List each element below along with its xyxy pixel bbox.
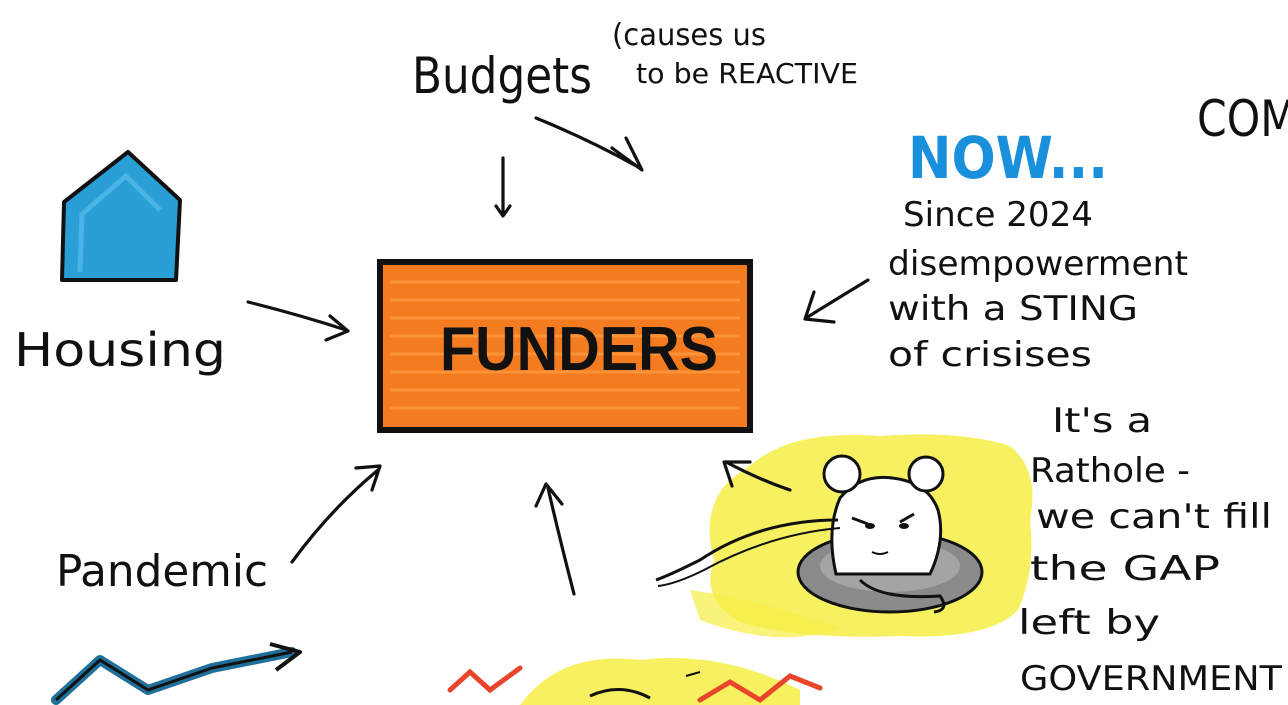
house-icon xyxy=(60,150,182,282)
pandemic-arrow xyxy=(290,468,380,564)
rat-arrowhead xyxy=(722,460,752,488)
rathole-note-line-1: It's a xyxy=(1052,401,1152,441)
funders-label: FUNDERS xyxy=(440,315,718,384)
now-note-line-4: of crisises xyxy=(888,335,1092,375)
reactive-note-line-2: to be REACTIVE xyxy=(636,57,858,90)
rathole-note-line-6: GOVERNMENT xyxy=(1020,659,1282,699)
now-arrowhead xyxy=(803,290,836,324)
reactive-note-line-1: (causes us xyxy=(612,18,766,53)
funders-box xyxy=(377,259,753,433)
now-note-line-3: with a STING xyxy=(888,289,1138,329)
budgets-down-arrowhead xyxy=(494,204,512,218)
housing-arrowhead xyxy=(324,314,350,342)
trend-arrow-icon xyxy=(51,642,302,705)
pandemic-label: Pandemic xyxy=(56,546,268,597)
rat-icon xyxy=(655,454,946,614)
rathole-note-line-3: we can't fill xyxy=(1036,497,1272,537)
budgets-label: Budgets xyxy=(412,47,592,105)
budgets-reactive-arrow xyxy=(534,116,642,170)
rat-arrow xyxy=(724,460,792,492)
rathole-note-line-5: left by xyxy=(1018,603,1160,643)
rathole-note-line-4: the GAP xyxy=(1030,549,1220,589)
corner-fragment-label: COM xyxy=(1197,90,1288,148)
bottom-arrowhead xyxy=(534,482,564,508)
fire-scribble xyxy=(447,658,823,705)
now-title: NOW... xyxy=(908,124,1108,192)
rathole-note-line-2: Rathole - xyxy=(1030,451,1190,491)
bottom-arrow xyxy=(546,486,576,596)
budgets-reactive-arrowhead xyxy=(610,136,644,172)
pandemic-arrowhead xyxy=(354,464,382,492)
now-note-line-1: Since 2024 xyxy=(903,195,1093,235)
now-note-line-2: disempowerment xyxy=(888,244,1188,284)
housing-arrow xyxy=(246,300,348,332)
housing-label: Housing xyxy=(14,323,226,377)
now-arrow xyxy=(804,278,870,320)
